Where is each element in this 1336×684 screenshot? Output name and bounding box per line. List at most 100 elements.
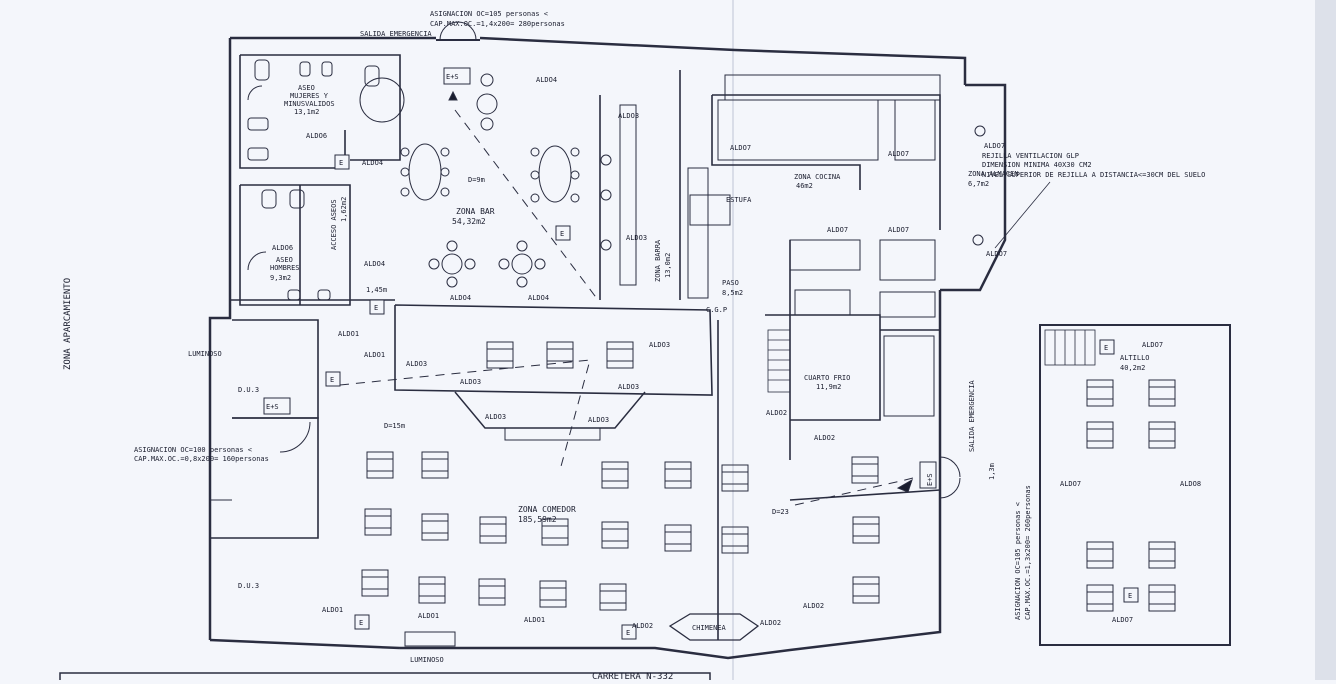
aseo-hombres-area: 9,3m2 [270, 274, 291, 282]
zona-cocina-area: 46m2 [796, 182, 813, 190]
aldo-label: ALDO2 [632, 622, 653, 630]
aldo-label: ALDO7 [986, 250, 1007, 258]
aldo-label: ALDO2 [814, 434, 835, 442]
aldo-label: ALDO2 [803, 602, 824, 610]
aldo-label: ALDO1 [364, 351, 385, 359]
aldo-label: ALDO1 [338, 330, 359, 338]
right-emergency-exit-door[interactable] [939, 455, 961, 500]
dining-table [664, 524, 692, 552]
emergency-light-icon [974, 125, 986, 137]
svg-text:E+S: E+S [926, 473, 934, 486]
aldo-label: ALDO7 [730, 144, 751, 152]
aldo-label: ALDO7 [1142, 341, 1163, 349]
acceso-aseos-label: ACCESO ASEOS [330, 199, 338, 250]
aldo-label: ALDO1 [418, 612, 439, 620]
altillo-walls [1039, 324, 1231, 646]
carretera-label: CARRETERA N-332 [592, 672, 673, 680]
bar-evacuation-route [454, 109, 599, 301]
aldo-label: ALDO7 [888, 150, 909, 158]
svg-text:E: E [560, 230, 564, 238]
rejilla-l3: NIVEL SUPERIOR DE REJILLA A DISTANCIA<=3… [982, 171, 1205, 179]
emergency-light-box: E [621, 624, 637, 640]
dining-table [721, 526, 749, 554]
du3-upper: D.U.3 [238, 386, 259, 394]
aseo-hombres-l2: HOMBRES [270, 264, 300, 272]
dist-right: D=23 [772, 508, 789, 516]
altillo-table [1148, 584, 1176, 612]
dining-table [421, 451, 449, 479]
zona-aparcamiento-label: ZONA APARCAMIENTO [63, 278, 73, 370]
emergency-light-box: E [1123, 587, 1139, 603]
aldo-label: ALDO2 [760, 619, 781, 627]
svg-text:E: E [626, 629, 630, 637]
rejilla-l1: REJILLA VENTILACION GLP [982, 152, 1079, 160]
svg-text:E: E [374, 304, 378, 312]
dining-table [851, 456, 879, 484]
aldo-label: ALDO7 [1060, 480, 1081, 488]
altillo-area: 40,2m2 [1120, 364, 1145, 372]
svg-text:E: E [339, 159, 343, 167]
estufa-label: ESTUFA [726, 196, 752, 204]
emergency-light-box: E [555, 225, 571, 241]
cold-room-box [883, 335, 935, 417]
altillo-table [1148, 421, 1176, 449]
aseo-mujeres-area: 13,1m2 [294, 108, 319, 116]
aldo-label: ALDO3 [460, 378, 481, 386]
luminoso-sign-box [404, 631, 456, 647]
right-evacuation-route [794, 474, 926, 506]
cuarto-frio-area: 11,9m2 [816, 383, 841, 391]
zona-comedor-area: 185,59m2 [518, 515, 557, 524]
aldo-label: ALDO7 [827, 226, 848, 234]
left-entrance-door[interactable] [279, 421, 311, 453]
svg-text:E+S: E+S [446, 73, 459, 81]
aldo-label: ALDO8 [1180, 480, 1201, 488]
zona-almacen-name: ZONA ALMACEN [968, 170, 1019, 178]
aldo-label: ALDO3 [626, 234, 647, 242]
altillo-table [1148, 541, 1176, 569]
aldo-label: ALDO3 [649, 341, 670, 349]
exit-sign-top: E+S [443, 67, 471, 101]
emergency-light-box: E [369, 299, 385, 315]
emergency-light-icon [972, 234, 984, 246]
paper-edge [1315, 0, 1336, 680]
dining-table [478, 578, 506, 606]
dining-table [599, 583, 627, 611]
cgp-label: C.G.P [706, 306, 727, 314]
zona-barra-name: ZONA BARRA [654, 239, 662, 282]
door-width-right: 1,3m [988, 463, 996, 480]
altillo-table [1086, 584, 1114, 612]
dining-table [664, 461, 692, 489]
zona-almacen-area: 6,7m2 [968, 180, 989, 188]
cuarto-frio-name: CUARTO FRIO [804, 374, 850, 382]
dining-table [364, 508, 392, 536]
kitchen-stairs [767, 329, 791, 393]
bar-zone-tables [400, 73, 612, 288]
paso-area: 8,5m2 [722, 289, 743, 297]
altillo-name: ALTILLO [1120, 354, 1150, 362]
exit-sign-left: E+S [263, 397, 291, 415]
fireplace [668, 613, 760, 641]
top-emergency-exit-door[interactable] [436, 21, 480, 41]
asig-right-l1: ASIGNACION OC=105 personas < [1014, 502, 1022, 620]
svg-text:E: E [1128, 592, 1132, 600]
aldo-label: ALDO1 [322, 606, 343, 614]
zona-bar-dist: D=9m [468, 176, 485, 184]
asig-left-l2: CAP.MAX.OC.=0,8x200= 160personas [134, 455, 269, 463]
svg-text:E: E [1104, 344, 1108, 352]
svg-text:E+S: E+S [266, 403, 279, 411]
toilet-fixtures [247, 59, 405, 301]
kitchen-counters [689, 74, 941, 318]
header-note-line2: CAP.MAX.OC.=1,4x200= 280personas [430, 20, 565, 28]
aldo-label: ALDO4 [362, 159, 383, 167]
back-bar [687, 167, 709, 299]
interior-walls [210, 54, 941, 640]
dining-table [421, 513, 449, 541]
paso-name: PASO [722, 279, 739, 287]
zona-cocina-name: ZONA COCINA [794, 173, 841, 181]
aldo-label: ALDO4 [450, 294, 471, 302]
dining-table [366, 451, 394, 479]
